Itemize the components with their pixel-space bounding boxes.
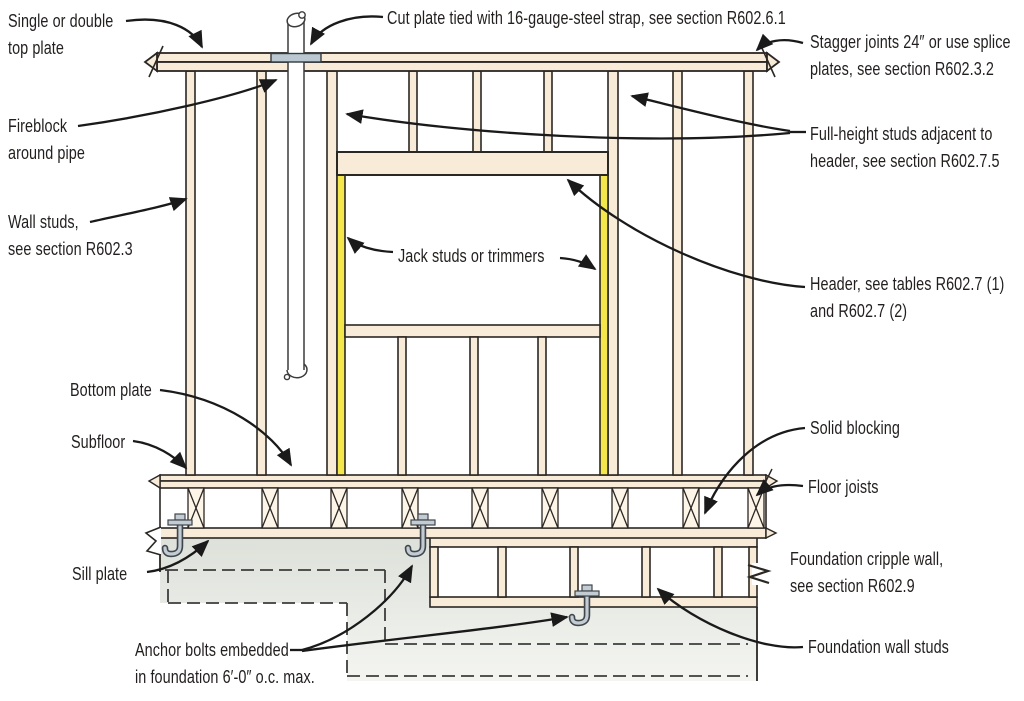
arrow-solid-blocking [703,426,806,515]
label-solid-blocking: Solid blocking [810,418,900,438]
arrow-sill-plate [146,539,210,574]
solid-blocking-row [187,487,765,529]
label-header: Header, see tables R602.7 (1) and R602.7… [810,274,1005,321]
solid-blocking-x [682,487,700,529]
foundation [159,538,758,681]
top-plate-double [143,45,781,78]
steel-strap [270,52,322,63]
label-wall-studs: Wall studs, see section R602.3 [8,212,133,259]
label-fireblock: Fireblock around pipe [8,116,85,163]
arrow-wall-studs [89,197,188,224]
cripple-stud-below-sill [469,336,479,476]
foundation-wall-stud [569,546,579,598]
solid-blocking-x [541,487,559,529]
header-beam [336,151,609,176]
cripple-stud-above-header [408,70,418,153]
label-anchor-bolts: Anchor bolts embedded in foundation 6′-0… [135,640,315,687]
label-stagger-joints: Stagger joints 24″ or use splice plates,… [810,32,1011,79]
top-plate-upper [156,52,768,63]
label-foundation-cripple-wall: Foundation cripple wall, see section R60… [790,549,944,596]
label-cut-plate: Cut plate tied with 16-gauge-steel strap… [387,8,786,28]
window-sill [344,324,601,338]
sill-plate-band [159,527,767,539]
subfloor-band [159,480,767,489]
label-jack-studs: Jack studs or trimmers [398,246,545,266]
solid-blocking-x [401,487,419,529]
solid-blocking-x [471,487,489,529]
foundation-cripple-wall [429,536,758,608]
arrow-full-height-right [630,92,791,133]
king-stud-right [607,70,619,476]
wall-stud [743,70,754,476]
arrow-bottom-plate [159,388,292,467]
arrow-jack-stud-left [346,236,394,254]
wall-stud [672,70,683,476]
foundation-wall-stud [429,546,439,598]
top-plate-lower [156,61,768,72]
label-floor-joists: Floor joists [808,477,879,497]
break-mark-sill-end [144,526,162,556]
anchor-bolt [404,513,436,558]
king-stud-left [326,70,338,476]
cripple-stud-above-header [472,70,482,153]
foundation-dashed-outline [165,569,748,677]
label-full-height-studs: Full-height studs adjacent to header, se… [810,124,1000,171]
label-subfloor: Subfloor [71,432,126,452]
foundation-wall-stud [713,546,723,598]
arrow-jack-stud-right [559,254,597,271]
plumbing-pipe [283,11,308,381]
anchor-bolt [568,584,600,627]
cripple-stud-below-sill [397,336,407,476]
arrow-top-plate [125,18,204,49]
anchor-bolt [161,513,193,558]
solid-blocking-x [261,487,279,529]
arrow-anchor-bolt-left [301,564,414,652]
floor-assembly [147,468,779,540]
foundation-wall-stud [497,546,507,598]
jack-stud-right [599,174,609,476]
arrow-stagger-joints [755,33,804,52]
label-top-plate: Single or double top plate [8,11,114,58]
solid-blocking-x [330,487,348,529]
arrow-subfloor [132,439,188,470]
leader-arrows [77,15,806,653]
break-mark-cripple-wall [746,563,772,585]
cripple-stud-above-header [543,70,553,153]
arrow-floor-joists [755,479,804,497]
cripple-wall-bottom-plate [429,596,758,608]
arrow-fireblock [77,78,278,128]
label-sill-plate: Sill plate [72,564,128,584]
arrow-anchor-bolt-right [301,612,569,653]
foundation-wall-stud [641,546,651,598]
cripple-stud-below-sill [537,336,547,476]
solid-blocking-x [187,487,205,529]
label-bottom-plate: Bottom plate [70,380,152,400]
arrow-foundation-wall-studs [656,587,804,649]
solid-blocking-x [747,487,765,529]
jack-stud-left [336,174,346,476]
wall-stud [185,70,196,476]
arrow-cut-plate [309,15,384,46]
wall-stud [256,70,267,476]
wall-framing [185,70,754,476]
arrow-header [566,178,806,289]
solid-blocking-x [611,487,629,529]
arrow-full-height-left [345,109,791,140]
bottom-plate-band [159,474,767,482]
label-foundation-wall-studs: Foundation wall studs [808,637,949,657]
